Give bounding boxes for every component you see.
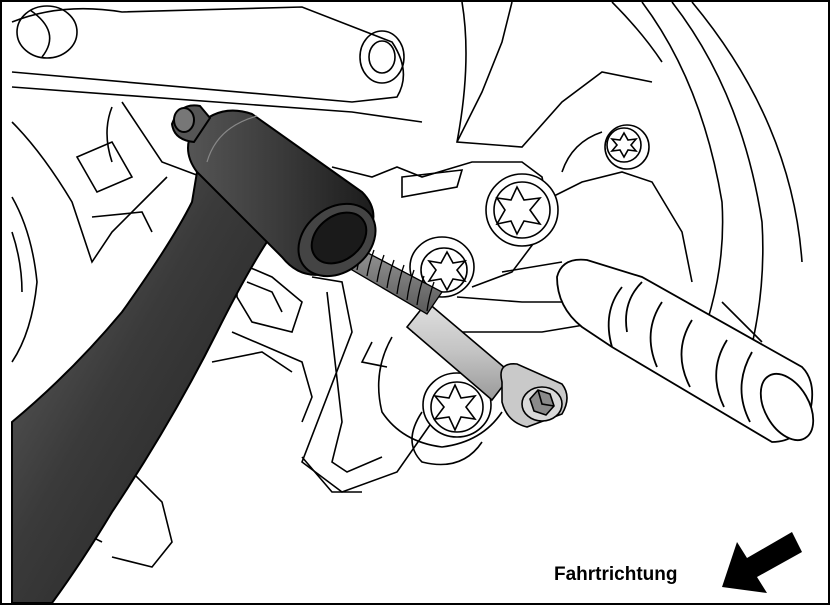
direction-label: Fahrtrichtung	[554, 564, 678, 585]
torx-screw-upper	[485, 173, 559, 247]
torx-screw-middle	[409, 236, 475, 298]
gear-lever-tube	[11, 104, 377, 603]
socket-head-bolt	[405, 300, 568, 428]
arrow-left-down-icon	[722, 532, 802, 593]
torx-screw-top-right	[604, 124, 650, 170]
shift-peg	[556, 258, 815, 443]
torx-screw-lower	[422, 372, 492, 438]
